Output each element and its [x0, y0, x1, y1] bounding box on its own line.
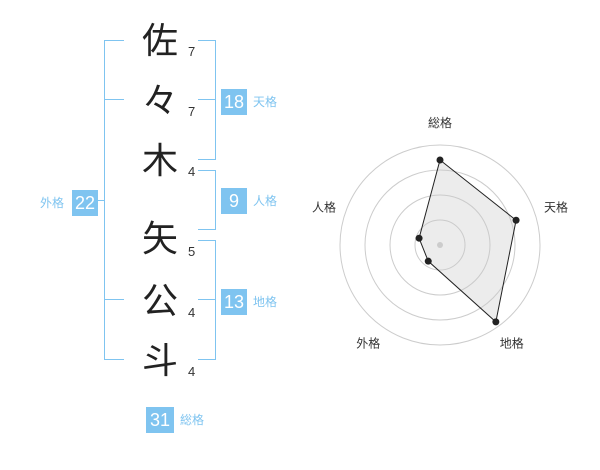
radar-axis-label: 天格 — [544, 199, 568, 214]
radar-point — [424, 257, 432, 265]
radar-axis-label: 総格 — [428, 115, 452, 130]
radar-point — [415, 234, 423, 242]
name-char-4: 矢 — [141, 219, 178, 260]
stroke-count-1: 7 — [188, 44, 196, 59]
radar-ring — [389, 194, 491, 296]
name-char-5: 公 — [141, 281, 178, 322]
stroke-count-6: 4 — [188, 364, 196, 379]
radar-axis-label: 地格 — [500, 336, 524, 351]
tenkaku-bracket — [198, 40, 216, 160]
gaikaku-badge: 22 — [72, 190, 98, 216]
tenkaku-label: 天格 — [253, 95, 278, 109]
radar-axis-label: 外格 — [356, 336, 380, 351]
soukaku-badge: 31 — [146, 407, 174, 433]
radar-point — [512, 216, 520, 224]
name-char-6: 斗 — [141, 341, 178, 382]
chikaku-bracket — [198, 240, 216, 360]
jinkaku-label: 人格 — [253, 194, 278, 208]
gaikaku-bracket-tick — [104, 99, 124, 100]
chikaku-bracket-tick — [198, 299, 216, 300]
radar-center-dot — [437, 242, 443, 248]
stroke-count-5: 4 — [188, 305, 196, 320]
jinkaku-badge: 9 — [221, 188, 247, 214]
radar-ring — [414, 219, 466, 271]
gaikaku-connector — [98, 200, 104, 201]
chikaku-badge: 13 — [221, 289, 247, 315]
stroke-count-2: 7 — [188, 104, 196, 119]
jinkaku-bracket — [198, 170, 216, 230]
chikaku-label: 地格 — [253, 295, 278, 309]
name-char-2: 々 — [141, 81, 178, 122]
radar-area — [418, 159, 517, 323]
gaikaku-bracket — [104, 40, 124, 360]
radar-ring — [339, 144, 541, 346]
stroke-count-3: 4 — [188, 164, 196, 179]
radar-ring — [364, 169, 516, 321]
radar-axis-label: 人格 — [312, 199, 336, 214]
tenkaku-bracket-tick — [198, 99, 216, 100]
stroke-count-4: 5 — [188, 244, 196, 259]
radar-point — [436, 156, 444, 164]
soukaku-label: 総格 — [180, 413, 205, 427]
name-char-3: 木 — [141, 141, 178, 182]
radar-point — [492, 318, 500, 326]
gaikaku-bracket-tick — [104, 299, 124, 300]
name-char-1: 佐 — [141, 21, 178, 62]
gaikaku-label: 外格 — [40, 196, 65, 210]
tenkaku-badge: 18 — [221, 89, 247, 115]
